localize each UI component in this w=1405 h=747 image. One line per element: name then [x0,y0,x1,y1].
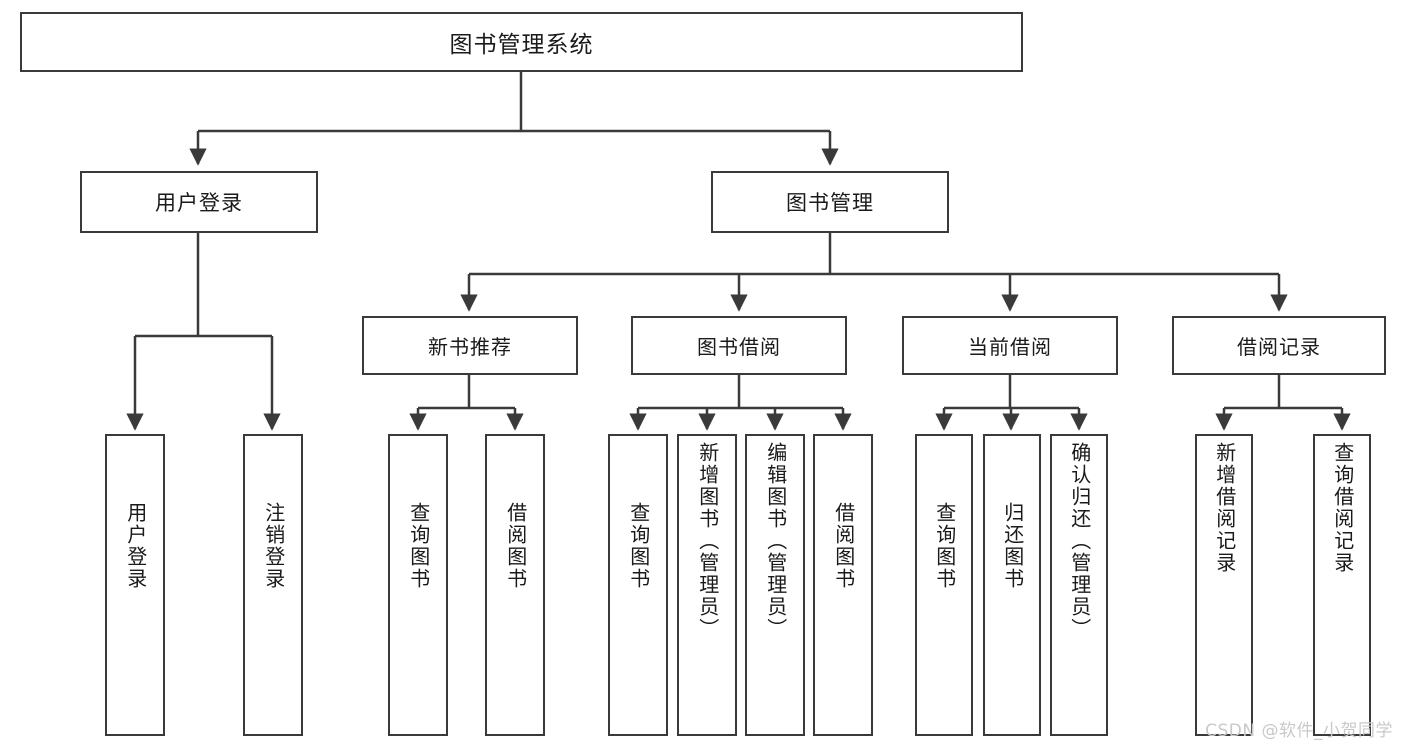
leaf-label: 新增借阅记录 [1212,442,1237,574]
leaf-label: 查询借阅记录 [1330,442,1355,574]
leaf-currentborrow-confirm-return[interactable]: 确认归还（管理员） [1050,434,1108,736]
node-user-login[interactable]: 用户登录 [80,171,318,233]
leaf-label: 查询图书 [932,502,957,590]
watermark: CSDN @软件_小贺同学 [1205,721,1393,741]
leaf-bookborrow-edit-book[interactable]: 编辑图书（管理员） [745,434,805,736]
leaf-label: 注销登录 [261,502,286,590]
leaf-user-login-logout[interactable]: 注销登录 [243,434,303,736]
node-new-book-recommend[interactable]: 新书推荐 [362,316,578,375]
leaf-bookborrow-query-book[interactable]: 查询图书 [608,434,668,736]
node-root[interactable]: 图书管理系统 [20,12,1023,72]
node-book-borrow[interactable]: 图书借阅 [631,316,847,375]
leaf-label: 新增图书（管理员） [695,442,720,640]
leaf-label: 归还图书 [1000,502,1025,590]
leaf-label: 用户登录 [123,502,148,590]
leaf-currentborrow-query-book[interactable]: 查询图书 [915,434,973,736]
leaf-bookborrow-borrow-book[interactable]: 借阅图书 [813,434,873,736]
leaf-bookborrow-add-book[interactable]: 新增图书（管理员） [677,434,737,736]
leaf-label: 借阅图书 [503,502,528,590]
node-book-management[interactable]: 图书管理 [711,171,949,233]
leaf-label: 查询图书 [406,502,431,590]
leaf-newbook-query-book[interactable]: 查询图书 [388,434,448,736]
node-current-borrow[interactable]: 当前借阅 [902,316,1118,375]
leaf-currentborrow-return-book[interactable]: 归还图书 [983,434,1041,736]
leaf-newbook-borrow-book[interactable]: 借阅图书 [485,434,545,736]
leaf-label: 借阅图书 [831,502,856,590]
leaf-borrowrecord-add-record[interactable]: 新增借阅记录 [1195,434,1253,736]
node-borrow-record[interactable]: 借阅记录 [1172,316,1386,375]
leaf-label: 编辑图书（管理员） [763,442,788,640]
leaf-borrowrecord-query-record[interactable]: 查询借阅记录 [1313,434,1371,736]
leaf-label: 确认归还（管理员） [1067,442,1092,640]
leaf-label: 查询图书 [626,502,651,590]
leaf-user-login-login[interactable]: 用户登录 [105,434,165,736]
